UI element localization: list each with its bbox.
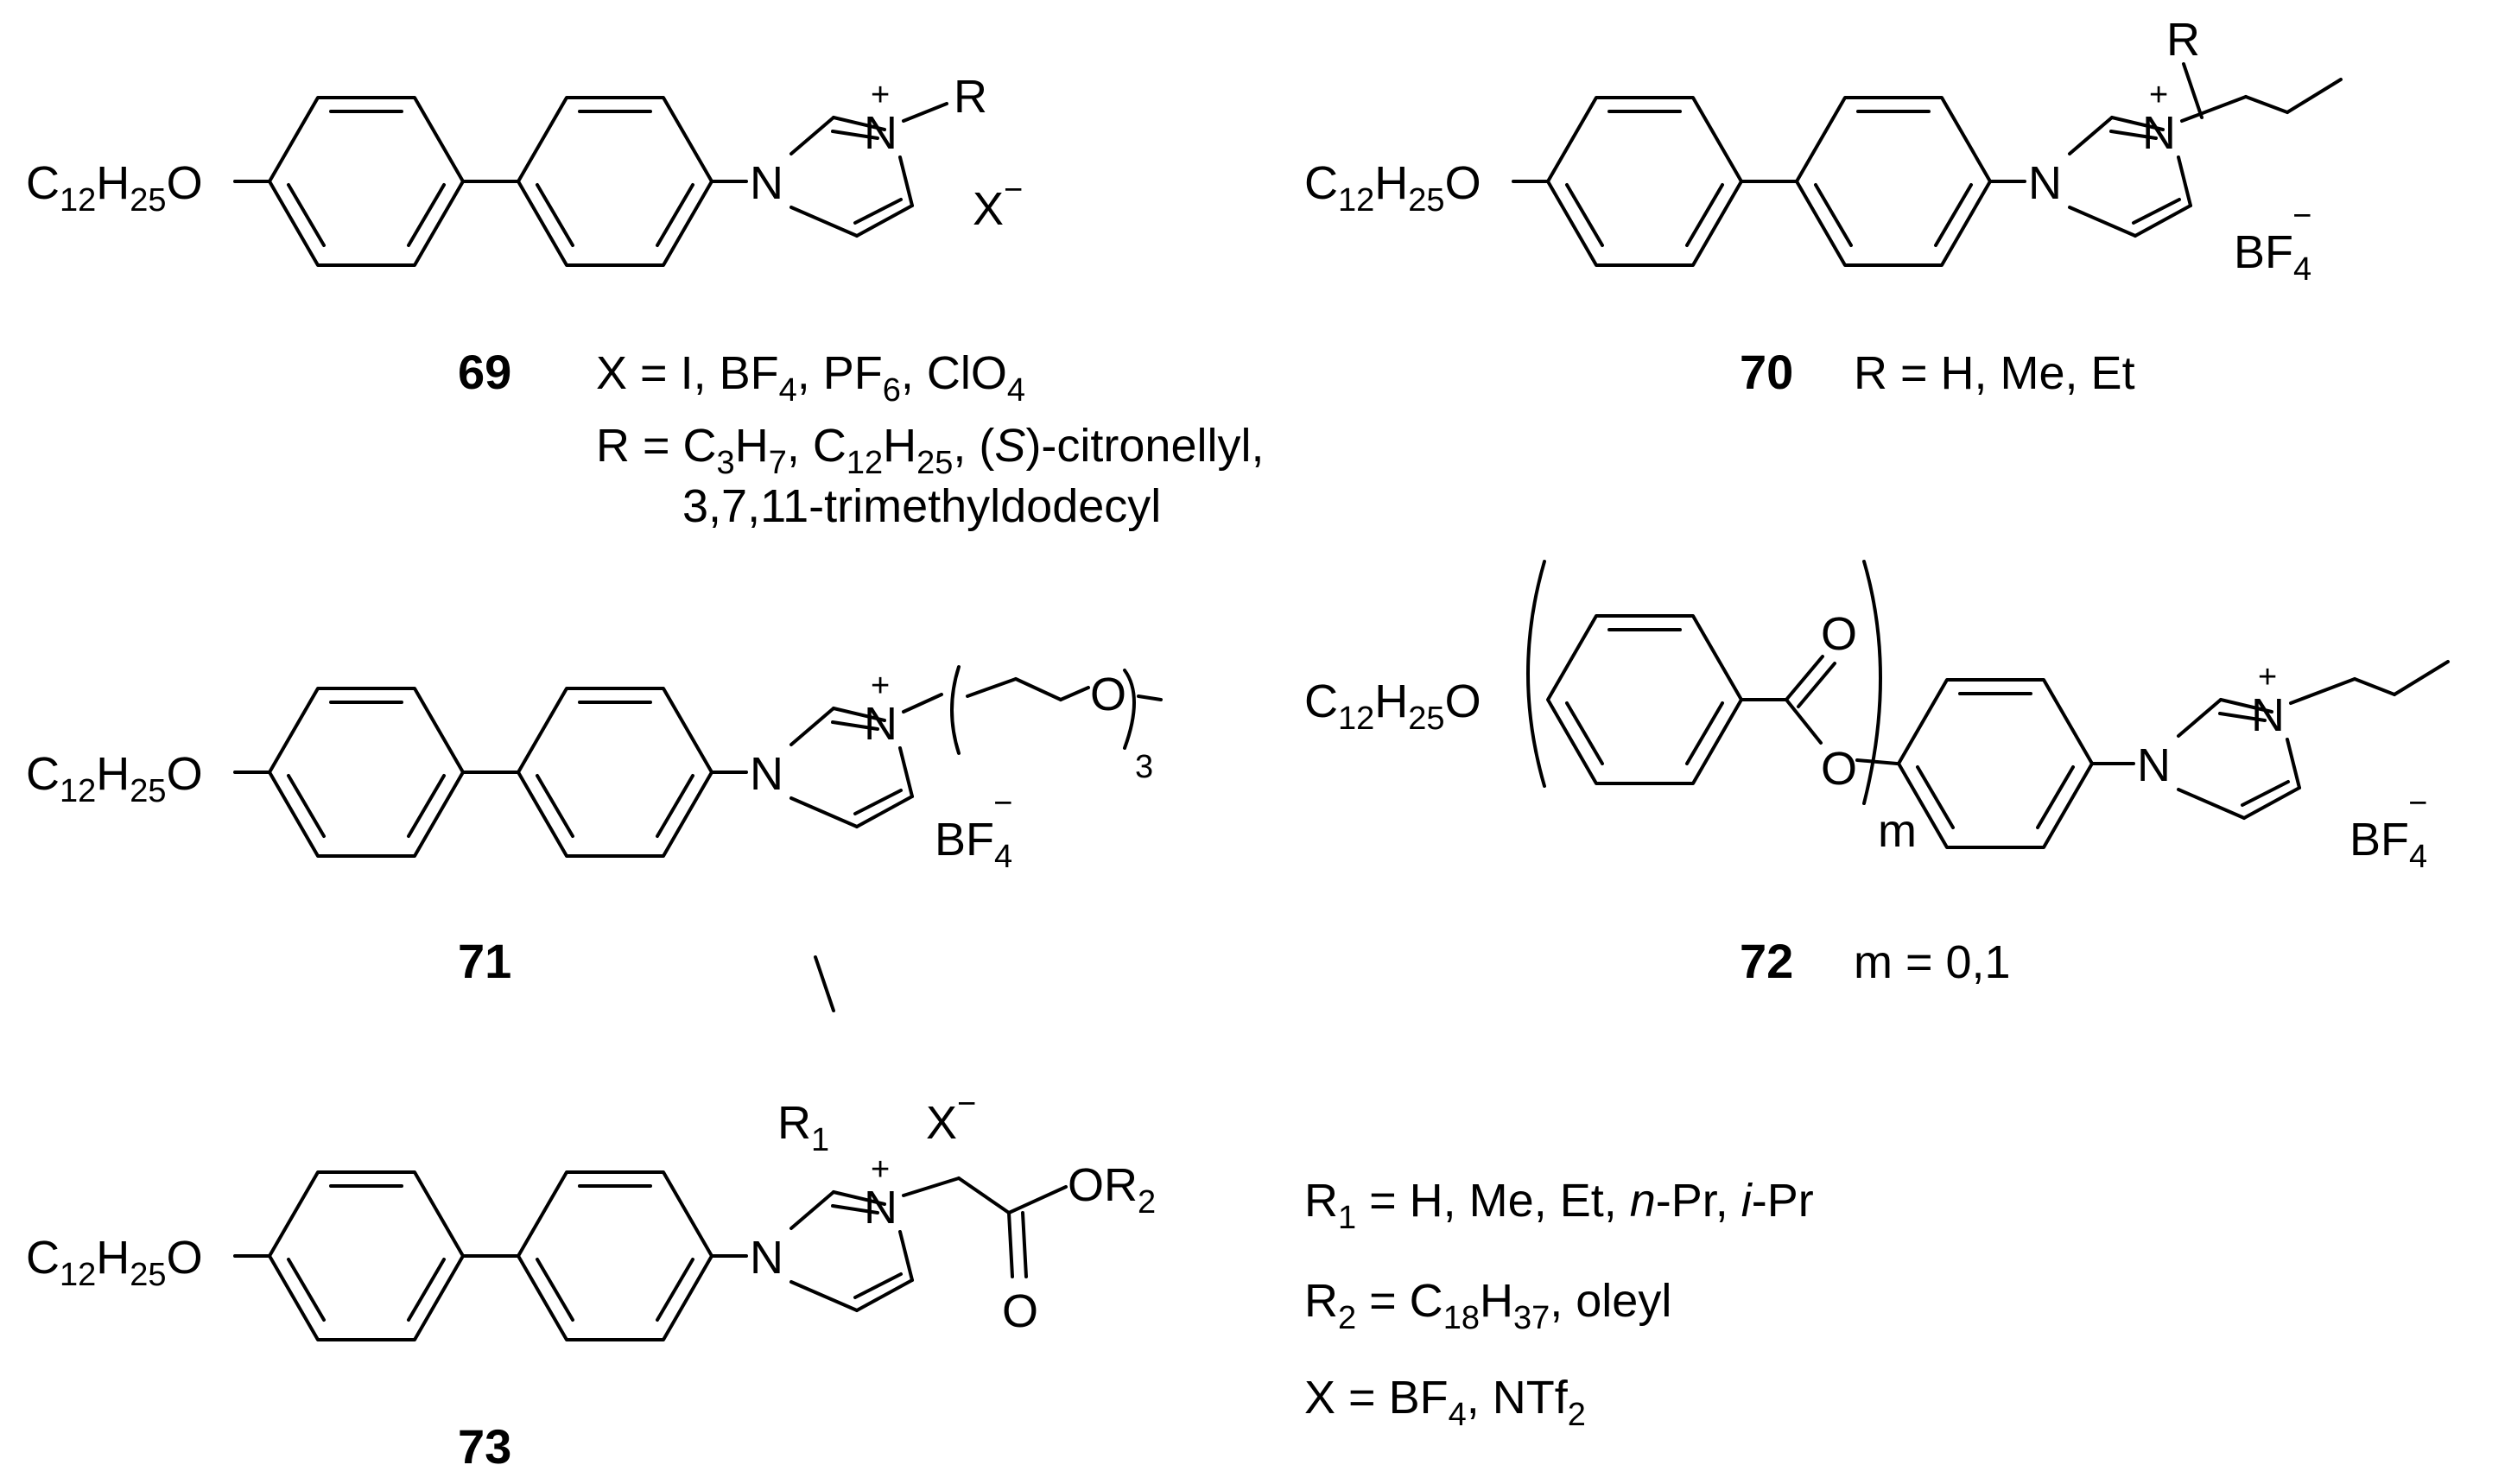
nitrogen-label: N [2142, 107, 2176, 159]
nitrogen-label: N [750, 748, 783, 800]
ester-group-label: OR2 [1068, 1159, 1156, 1221]
counterion-label: X− [926, 1086, 976, 1149]
nitrogen-label: N [2137, 739, 2171, 791]
structure-70: N N + R BF4− [1304, 14, 2343, 288]
oxygen-label: O [1821, 608, 1857, 660]
nitrogen-label: N [750, 1232, 783, 1284]
positive-charge: + [2149, 77, 2168, 113]
structure-71: N N + O 3 BF4− [26, 665, 1163, 875]
structure-72: O O m N N + BF4− [1304, 560, 2450, 875]
r-substituent-label: R [2166, 14, 2200, 66]
caption-69-anions: X = I, BF4, PF6, ClO4 [596, 347, 1025, 409]
caption-70: R = H, Me, Et [1854, 347, 2135, 399]
r1-substituent-label: R1 [777, 1097, 829, 1158]
repeat-count-label: 3 [1135, 749, 1153, 785]
nitrogen-label: N [864, 698, 897, 750]
tetrafluoroborate-label: BF4− [2234, 198, 2311, 288]
caption-72: m = 0,1 [1854, 936, 2011, 988]
caption-73-r1: R1 = H, Me, Et, n-Pr, i-Pr [1304, 1175, 1814, 1236]
r-substituent-label: R [954, 71, 987, 123]
oxygen-label: O [1821, 743, 1857, 795]
compound-number-73: 73 [458, 1419, 511, 1474]
caption-73-anions: X = BF4, NTf2 [1304, 1372, 1586, 1433]
positive-charge: + [2258, 659, 2277, 695]
structure-73: N N + R1 X− O OR2 [26, 955, 1156, 1340]
caption-69-substituents-cont: 3,7,11-trimethyldodecyl [682, 480, 1161, 532]
nitrogen-label: N [2251, 689, 2285, 741]
compound-number-71: 71 [458, 934, 511, 988]
nitrogen-label: N [864, 1182, 897, 1233]
repeat-m-label: m [1878, 805, 1917, 857]
nitrogen-label: N [864, 107, 897, 159]
positive-charge: + [871, 77, 890, 113]
nitrogen-label: N [750, 157, 783, 209]
caption-69-substituents: R = C3H7, C12H25, (S)-citronellyl, [596, 420, 1264, 481]
counterion-label: X− [973, 172, 1023, 235]
positive-charge: + [871, 1151, 890, 1188]
nitrogen-label: N [2028, 157, 2062, 209]
oxygen-label: O [1002, 1285, 1038, 1337]
tetrafluoroborate-label: BF4− [2349, 785, 2427, 875]
caption-73-r2: R2 = C18H37, oleyl [1304, 1275, 1671, 1336]
compound-number-72: 72 [1740, 934, 1793, 988]
compound-number-69: 69 [458, 345, 511, 399]
compound-number-70: 70 [1740, 345, 1793, 399]
tetrafluoroborate-label: BF4− [935, 785, 1012, 875]
structure-69: N N + R X− [26, 71, 1023, 265]
positive-charge: + [871, 668, 890, 704]
oxygen-label: O [1090, 669, 1126, 720]
